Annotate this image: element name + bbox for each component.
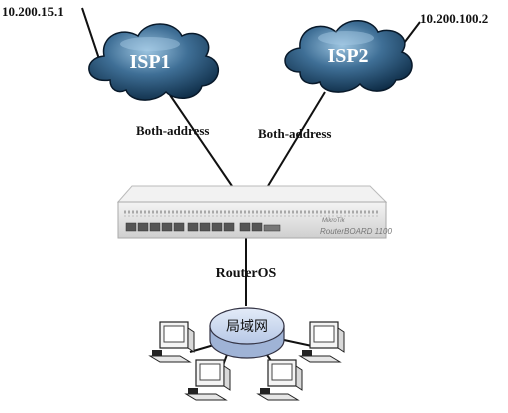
lan-hub-icon: 局域网 (209, 307, 285, 359)
router-brand: MikroTik (322, 218, 346, 224)
router-os-label: RouterOS (216, 266, 277, 281)
isp2-router-link (267, 91, 326, 187)
isp1-ip-leader (81, 7, 101, 63)
isp1-name: ISP1 (129, 51, 170, 73)
isp1-ip-label: 10.200.15.1 (2, 4, 64, 19)
isp1-cloud-icon: ISP1 (88, 23, 219, 101)
links (81, 7, 421, 369)
computer-icon (256, 359, 303, 401)
isp1-link-label: Both-address (136, 123, 209, 138)
lan-pc-link-right (283, 339, 313, 347)
lan-name: 局域网 (226, 319, 268, 335)
isp2-link-label: Both-address (258, 126, 331, 141)
router-ports (125, 222, 281, 232)
isp2-name: ISP2 (327, 45, 368, 67)
router-icon: MikroTik RouterBOARD 1100 (116, 185, 392, 239)
isp2-ip-label: 10.200.100.2 (420, 11, 488, 26)
computer-icon (184, 359, 231, 401)
router-model: RouterBOARD 1100 (320, 227, 392, 236)
computer-icon (298, 321, 345, 363)
isp2-cloud-icon: ISP2 (284, 20, 413, 93)
computer-icon (148, 321, 195, 363)
isp1-router-link (169, 94, 233, 187)
